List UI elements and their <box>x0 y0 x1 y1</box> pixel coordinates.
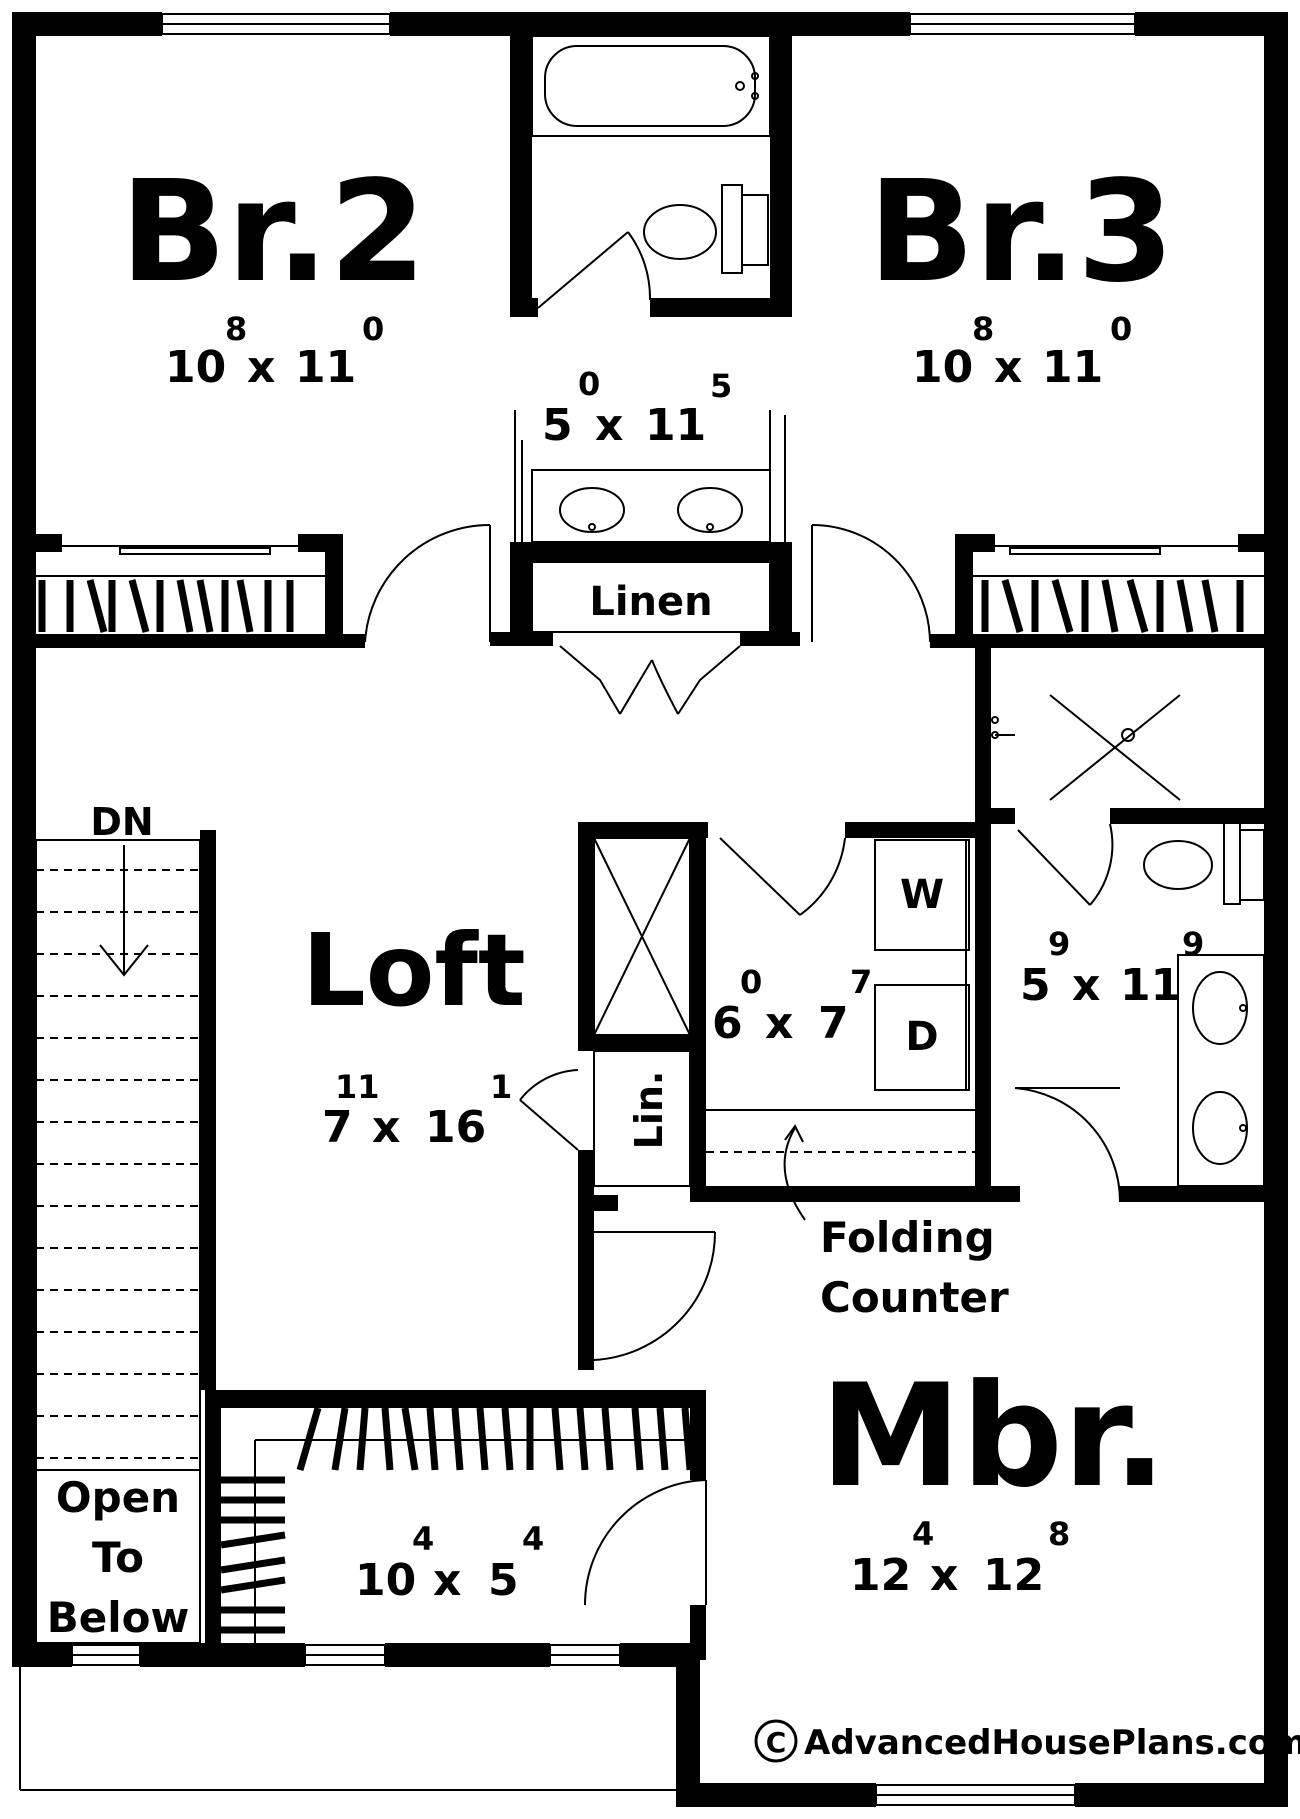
bathtub <box>531 35 771 137</box>
washer-box <box>874 839 970 951</box>
br3-depth-inches: 0 <box>1110 310 1132 348</box>
loft-width-inches: 11 <box>335 1068 380 1106</box>
bath-door-leaf <box>537 231 629 309</box>
br2-width: 10 <box>165 342 226 393</box>
br2-x: x <box>247 342 275 393</box>
closet-depth-inches: 4 <box>522 1520 544 1558</box>
br3-closet-rod <box>973 545 1264 577</box>
door-swings <box>364 523 1122 1606</box>
br2-depth-inches: 0 <box>362 310 384 348</box>
master-bath-width-inches: 9 <box>1048 925 1070 963</box>
windows <box>71 13 1136 1806</box>
closet-hangers <box>38 579 1244 633</box>
loft-width: 7 <box>322 1102 353 1153</box>
copyright-symbol: C <box>766 1726 787 1759</box>
bath-hall-width-inches: 0 <box>578 365 600 403</box>
br2-closet-rod <box>36 545 325 577</box>
master-bath-x: x <box>1072 960 1100 1011</box>
linen-closet <box>531 561 771 633</box>
master-toilet-bowl <box>1143 840 1213 890</box>
open-to-below-line3: Below <box>47 1593 190 1642</box>
stair-arrow-head <box>99 944 149 977</box>
room-name-br3: Br.3 <box>868 151 1174 314</box>
br2-width-inches: 8 <box>225 310 247 348</box>
mbr-depth: 12 <box>983 1550 1044 1601</box>
laundry-depth-inches: 7 <box>850 963 872 1001</box>
master-shower <box>991 694 1181 801</box>
linen-label: Linen <box>589 579 712 625</box>
br2-depth: 11 <box>295 342 356 393</box>
br3-width: 10 <box>912 342 973 393</box>
open-to-below-line2: To <box>92 1533 144 1582</box>
laundry-width: 6 <box>712 998 743 1049</box>
washer-label: W <box>900 872 944 918</box>
master-sink-bottom <box>1192 1091 1248 1165</box>
hall-bath-fixtures <box>531 35 771 309</box>
laundry-room <box>593 837 975 1221</box>
laundry-x: x <box>765 998 793 1049</box>
bath-hall-depth-inches: 5 <box>710 367 732 405</box>
stairs-dn-label: DN <box>90 800 153 844</box>
bath-hall-x: x <box>595 400 623 451</box>
mbr-width-inches: 4 <box>912 1515 934 1553</box>
master-bath-width: 5 <box>1020 960 1051 1011</box>
loft-x: x <box>372 1102 400 1153</box>
walk-in-hangers <box>220 1407 694 1634</box>
laundry-width-inches: 0 <box>740 963 762 1001</box>
room-name-loft: Loft <box>302 912 526 1029</box>
copyright-icon <box>754 1719 798 1763</box>
br3-width-inches: 8 <box>972 310 994 348</box>
toilet-bowl <box>643 204 717 260</box>
hall-vanity <box>514 410 786 545</box>
room-name-mbr: Mbr. <box>820 1354 1167 1519</box>
vanity-sink-left <box>559 487 625 533</box>
folding-counter-label-line1: Folding <box>820 1213 995 1262</box>
closet-width-inches: 4 <box>412 1520 434 1558</box>
loft-depth-inches: 1 <box>490 1068 512 1106</box>
mbr-width: 12 <box>850 1550 911 1601</box>
master-sink-top <box>1192 971 1248 1045</box>
folding-counter-label-line2: Counter <box>820 1273 1009 1322</box>
open-to-below-line1: Open <box>56 1473 180 1522</box>
closet-x: x <box>433 1555 461 1606</box>
master-bath-fixtures <box>1143 821 1265 1187</box>
mbr-x: x <box>930 1550 958 1601</box>
room-name-br2: Br.2 <box>120 151 426 314</box>
bathtub-basin <box>544 45 756 127</box>
toilet-tank <box>721 184 743 274</box>
master-bath-depth-inches: 9 <box>1182 925 1204 963</box>
loft-depth: 16 <box>425 1102 486 1153</box>
master-bath-depth: 11 <box>1120 960 1181 1011</box>
dryer-box <box>874 984 970 1091</box>
laundry-depth: 7 <box>818 998 849 1049</box>
walk-in-closet <box>254 1439 690 1643</box>
closet-width: 10 <box>355 1555 416 1606</box>
linen-bifold-doors <box>559 645 741 715</box>
walls <box>12 12 1288 1807</box>
dryer-label: D <box>905 1014 938 1060</box>
lin-label: Lin. <box>627 1071 671 1150</box>
vanity-sink-right <box>677 487 743 533</box>
staircase <box>35 839 201 1471</box>
br3-depth: 11 <box>1042 342 1103 393</box>
copyright-text: AdvancedHousePlans.com <box>804 1723 1300 1763</box>
closet-depth: 5 <box>488 1555 519 1606</box>
bath-hall-width: 5 <box>542 400 573 451</box>
mbr-depth-inches: 8 <box>1048 1515 1070 1553</box>
br3-x: x <box>994 342 1022 393</box>
bath-hall-depth: 11 <box>645 400 706 451</box>
